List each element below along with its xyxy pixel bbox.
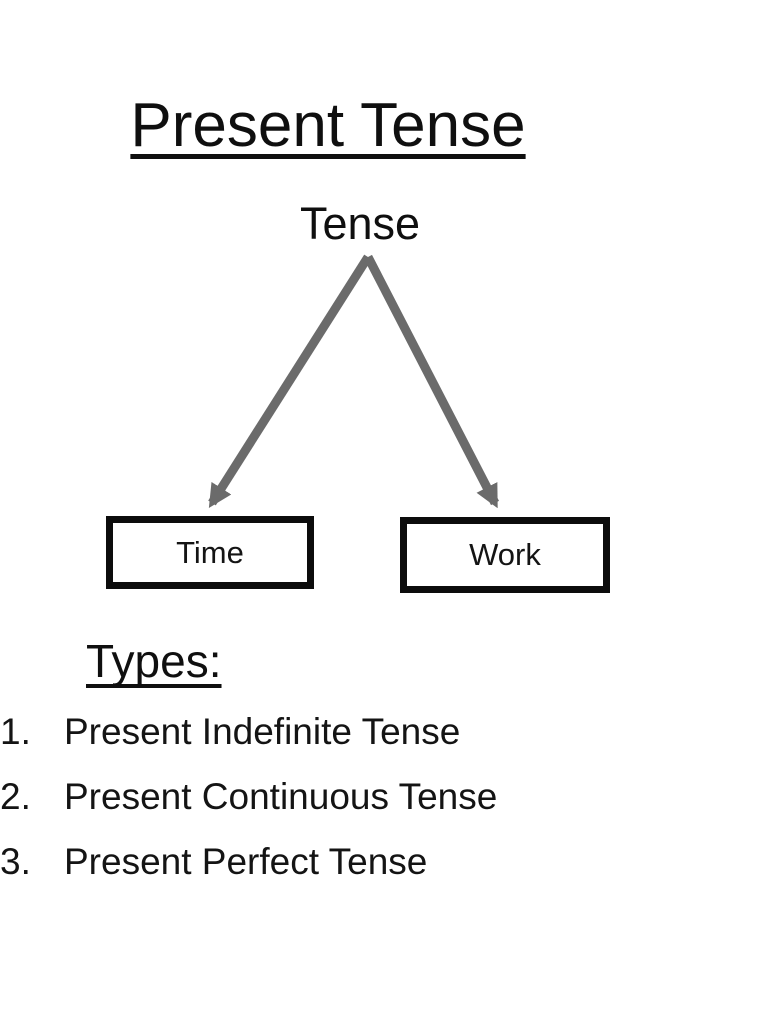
diagram-root-label: Tense <box>299 198 421 249</box>
node-box-time: Time <box>106 516 314 589</box>
page-title: Present Tense <box>130 91 526 160</box>
branch-arrow-left <box>208 254 372 508</box>
node-label-work: Work <box>469 537 541 572</box>
list-item-number: 2. <box>0 776 31 817</box>
node-label-time: Time <box>176 534 244 570</box>
list-item-number: 1. <box>0 711 31 752</box>
list-item: 3. Present Perfect Tense <box>0 841 428 883</box>
types-heading: Types: <box>86 635 222 687</box>
list-item-number: 3. <box>0 841 31 882</box>
list-item: 1. Present Indefinite Tense <box>0 711 461 753</box>
list-item-label: Present Continuous Tense <box>64 776 498 817</box>
branch-arrow-right <box>364 254 499 509</box>
list-item-label: Present Indefinite Tense <box>64 711 461 752</box>
list-item: 2. Present Continuous Tense <box>0 776 498 818</box>
list-item-label: Present Perfect Tense <box>64 841 428 882</box>
node-box-work: Work <box>400 517 610 593</box>
